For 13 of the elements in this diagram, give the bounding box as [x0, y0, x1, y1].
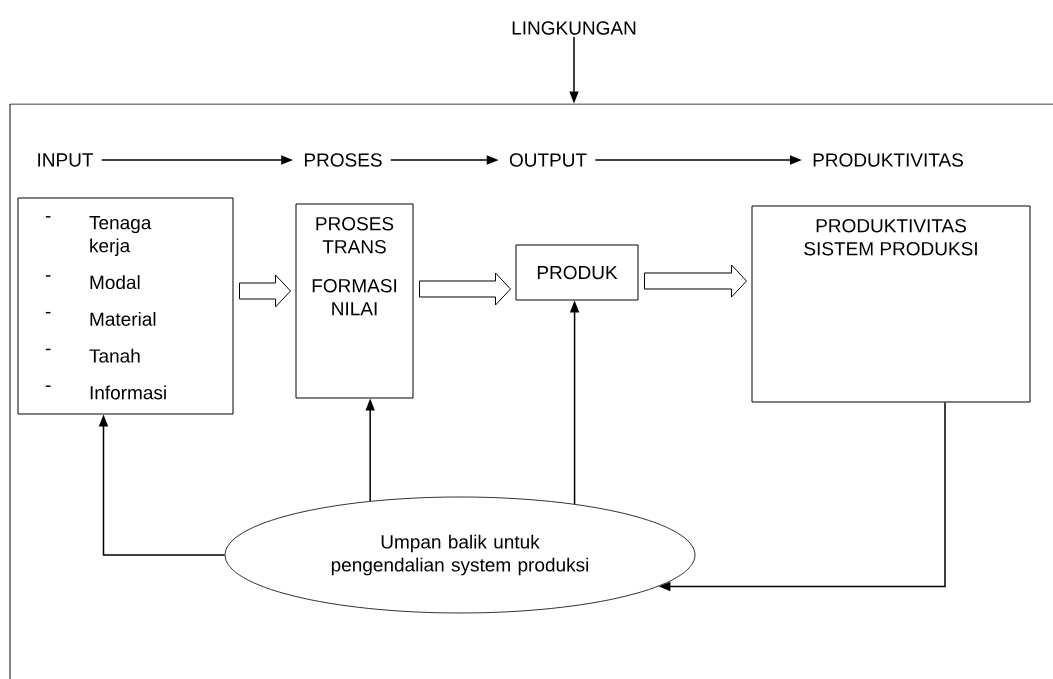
stage-label: PRODUKTIVITAS: [813, 153, 963, 167]
process-box: PRODUK: [515, 244, 639, 301]
process-box: PRODUKTIVITAS SISTEM PRODUKSI: [751, 205, 1031, 403]
stage-label: OUTPUT: [509, 153, 587, 167]
block-arrow: [644, 264, 747, 298]
stage-label: PROSES: [304, 153, 382, 167]
block-arrow: [419, 272, 511, 306]
frame: [9, 103, 1053, 679]
process-box: PROSES TRANS FORMASI NILAI: [295, 203, 414, 399]
stage-label: INPUT: [38, 153, 94, 167]
input-list-box: - Tenaga kerja - Modal - Material - Tanah - Informasi: [17, 197, 234, 415]
stage-label: LINGKUNGAN: [512, 21, 636, 35]
block-arrow: [239, 274, 291, 308]
